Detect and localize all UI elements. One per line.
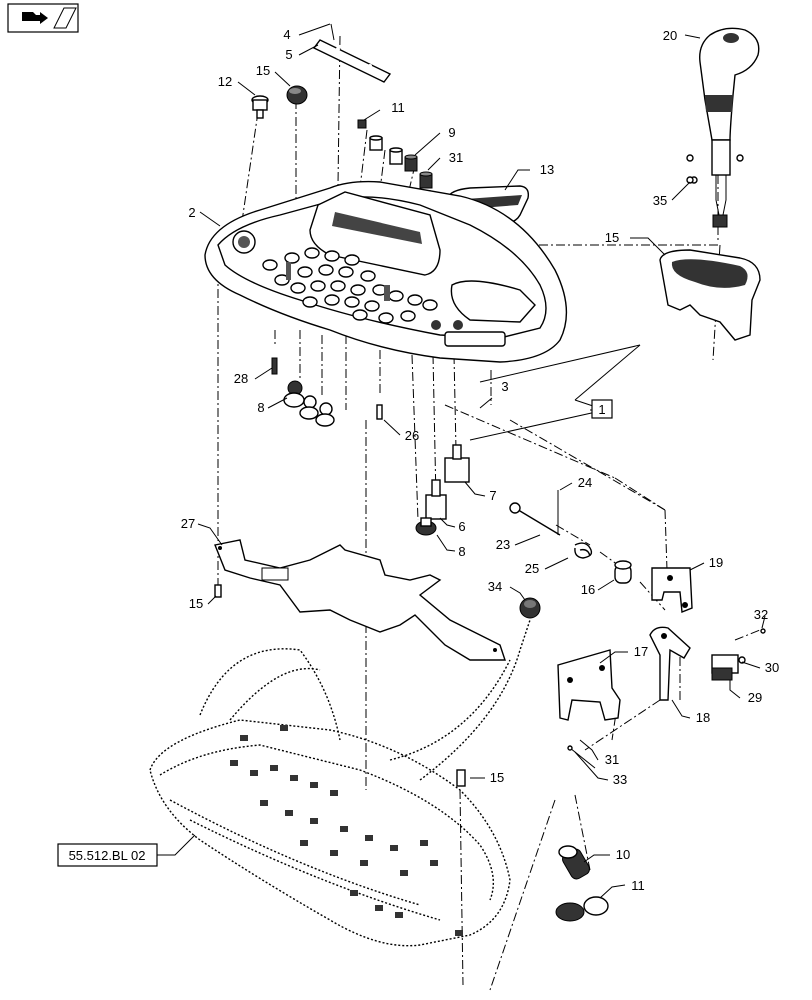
part-35-screw <box>686 176 694 184</box>
kit-label-box: 1 <box>591 399 613 419</box>
callout-14: 13 <box>540 162 554 177</box>
part-15-screws <box>214 584 466 787</box>
callout-22: 20 <box>663 28 677 43</box>
part-10-socket <box>558 845 590 880</box>
callout-18: 16 <box>581 582 595 597</box>
callout-1: 1 <box>598 402 605 417</box>
callout-29: 29 <box>748 690 762 705</box>
callout-13: 12 <box>218 74 232 89</box>
part-13-fastener <box>251 95 269 119</box>
part-29-switch <box>711 628 766 681</box>
part-11-cap <box>555 896 609 922</box>
callout-30b: 31 <box>605 752 619 767</box>
callout-23: 23 <box>496 537 510 552</box>
part-34-grommet <box>519 597 541 619</box>
callout-27: 27 <box>181 516 195 531</box>
part-5-plate <box>312 23 392 83</box>
center-lines <box>217 35 761 991</box>
top-knobs <box>357 119 433 189</box>
arrow-navigation-icon[interactable] <box>7 3 79 33</box>
part-20-lever <box>649 626 691 701</box>
callout-2: 2 <box>188 205 195 220</box>
part-2-console <box>204 180 568 363</box>
callout-19: 17 <box>634 644 648 659</box>
switch-blocks <box>415 444 470 536</box>
part-16-cap <box>286 85 308 105</box>
callout-33: 31 <box>449 150 463 165</box>
callout-16: 15 <box>256 63 270 78</box>
callout-8a: 8 <box>257 400 264 415</box>
callout-26: 26 <box>405 428 419 443</box>
callout-15b: 15 <box>490 770 504 785</box>
callout-17: 15 <box>605 230 619 245</box>
callout-24: 24 <box>578 475 592 490</box>
callout-35: 35 <box>653 193 667 208</box>
callout-10: 10 <box>616 847 630 862</box>
callout-31: 32 <box>754 607 768 622</box>
callout-5: 5 <box>285 47 292 62</box>
callout-11: 11 <box>631 878 645 893</box>
callout-9: 9 <box>448 125 455 140</box>
part-32-screw <box>567 745 596 769</box>
callout-32: 33 <box>613 772 627 787</box>
callout-labels: 4 5 12 15 11 9 31 13 2 20 15 35 28 8 26 … <box>181 27 779 893</box>
part-27-bracket <box>214 539 506 661</box>
part-21-bracket <box>651 567 693 613</box>
callout-28: 28 <box>234 371 248 386</box>
callout-8b: 8 <box>458 544 465 559</box>
part-17-base <box>659 249 761 341</box>
console-button-holes <box>262 247 463 330</box>
dotted-housing <box>149 619 531 947</box>
part-22-joystick <box>686 27 760 228</box>
callout-3: 3 <box>501 379 508 394</box>
callout-34: 34 <box>488 579 502 594</box>
callout-25: 25 <box>525 561 539 576</box>
part-18-bushing <box>614 560 632 584</box>
callout-15a: 15 <box>189 596 203 611</box>
callout-12: 11 <box>391 100 405 115</box>
callout-21: 19 <box>709 555 723 570</box>
callout-7: 7 <box>489 488 496 503</box>
reference-link-text[interactable]: 55.512.BL 02 <box>69 848 146 863</box>
callout-30a: 30 <box>765 660 779 675</box>
lower-knobs <box>271 357 383 427</box>
part-19-bracket <box>557 649 621 721</box>
callout-6: 6 <box>458 519 465 534</box>
callout-20: 18 <box>696 710 710 725</box>
callout-leaders <box>157 23 766 899</box>
callout-4: 4 <box>283 27 290 42</box>
pin-spring-assembly <box>509 490 593 559</box>
reference-link-box[interactable]: 55.512.BL 02 <box>57 843 158 867</box>
